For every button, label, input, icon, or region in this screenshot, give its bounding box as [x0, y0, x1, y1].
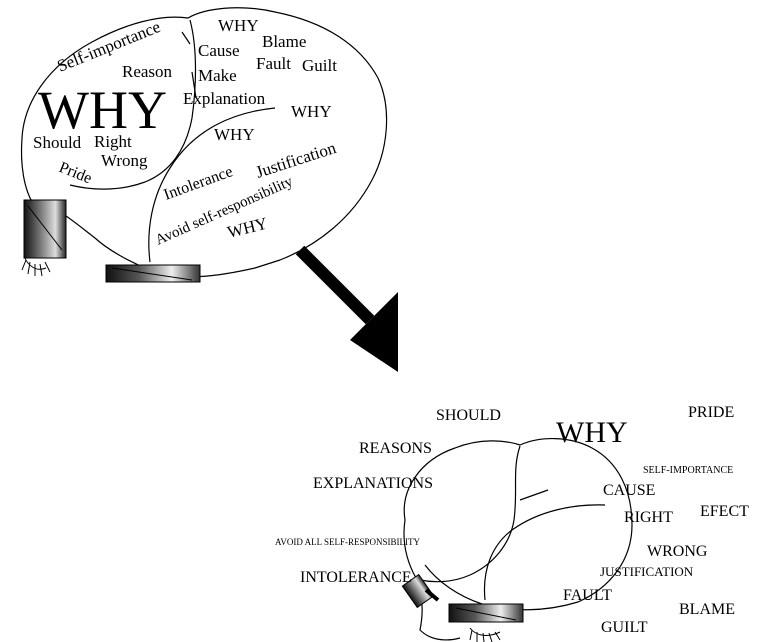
bottom-word-efect: EFECT: [700, 503, 749, 520]
bottom-word-fault: FAULT: [563, 587, 612, 604]
bottom-brain-outline: [403, 437, 633, 611]
bottom-ear: [401, 573, 440, 609]
top-word-why-big: WHY: [38, 80, 167, 140]
top-word-explanation: Explanation: [183, 89, 266, 108]
bottom-eyelashes: [469, 627, 501, 642]
top-word-fault: Fault: [256, 54, 291, 73]
top-word-justification: Justification: [253, 138, 338, 182]
top-right-lobe-line: [148, 107, 276, 263]
top-word-why-1: WHY: [218, 16, 259, 35]
bottom-word-explanations: EXPLANATIONS: [313, 475, 433, 492]
top-fissure: [181, 31, 191, 45]
top-word-cause: Cause: [198, 41, 240, 60]
bottom-eye-stripe: [455, 607, 517, 621]
top-word-why-4: WHY: [225, 214, 269, 242]
bottom-word-guilt: GUILT: [601, 619, 648, 636]
top-word-blame: Blame: [262, 32, 306, 51]
transition-arrow: [295, 245, 398, 372]
top-word-make: Make: [198, 66, 237, 85]
bottom-word-why: WHY: [556, 416, 628, 449]
bottom-word-avoid: AVOID ALL SELF-RESPONSIBILITY: [275, 537, 421, 547]
bottom-word-right: RIGHT: [624, 509, 673, 526]
bottom-word-should: SHOULD: [436, 407, 501, 424]
top-left-lobe-line: [69, 19, 197, 190]
bottom-words: SHOULD WHY PRIDE REASONS SELF-IMPORTANCE…: [275, 404, 749, 636]
bottom-center-line: [419, 445, 521, 583]
top-word-right: Right: [94, 132, 132, 151]
top-word-guilt: Guilt: [302, 56, 337, 75]
bottom-word-justification: JUSTIFICATION: [600, 564, 694, 579]
bottom-word-reasons: REASONS: [359, 440, 432, 457]
bottom-right-line: [483, 504, 606, 601]
top-word-reason: Reason: [122, 62, 173, 81]
top-word-intolerance: Intolerance: [162, 163, 235, 204]
top-words: Self-importance Reason WHY Should Right …: [33, 16, 339, 249]
top-word-why-2: WHY: [291, 102, 332, 121]
top-word-pride: Pride: [57, 159, 95, 187]
top-word-wrong: Wrong: [101, 151, 148, 170]
bottom-word-wrong: WRONG: [647, 543, 708, 560]
top-word-why-3: WHY: [214, 125, 255, 144]
bottom-small-line: [519, 489, 549, 501]
bottom-word-pride: PRIDE: [688, 404, 734, 421]
bottom-word-self-importance: SELF-IMPORTANCE: [643, 465, 733, 476]
bottom-word-intolerance: INTOLERANCE: [300, 569, 412, 586]
bottom-word-blame: BLAME: [679, 601, 735, 618]
top-mid-line: [191, 71, 197, 99]
top-word-should: Should: [33, 133, 82, 152]
top-eye-stripe: [111, 267, 193, 281]
top-ear-stripe: [27, 205, 63, 251]
bottom-word-cause: CAUSE: [603, 482, 655, 499]
top-eyelashes: [21, 255, 51, 277]
